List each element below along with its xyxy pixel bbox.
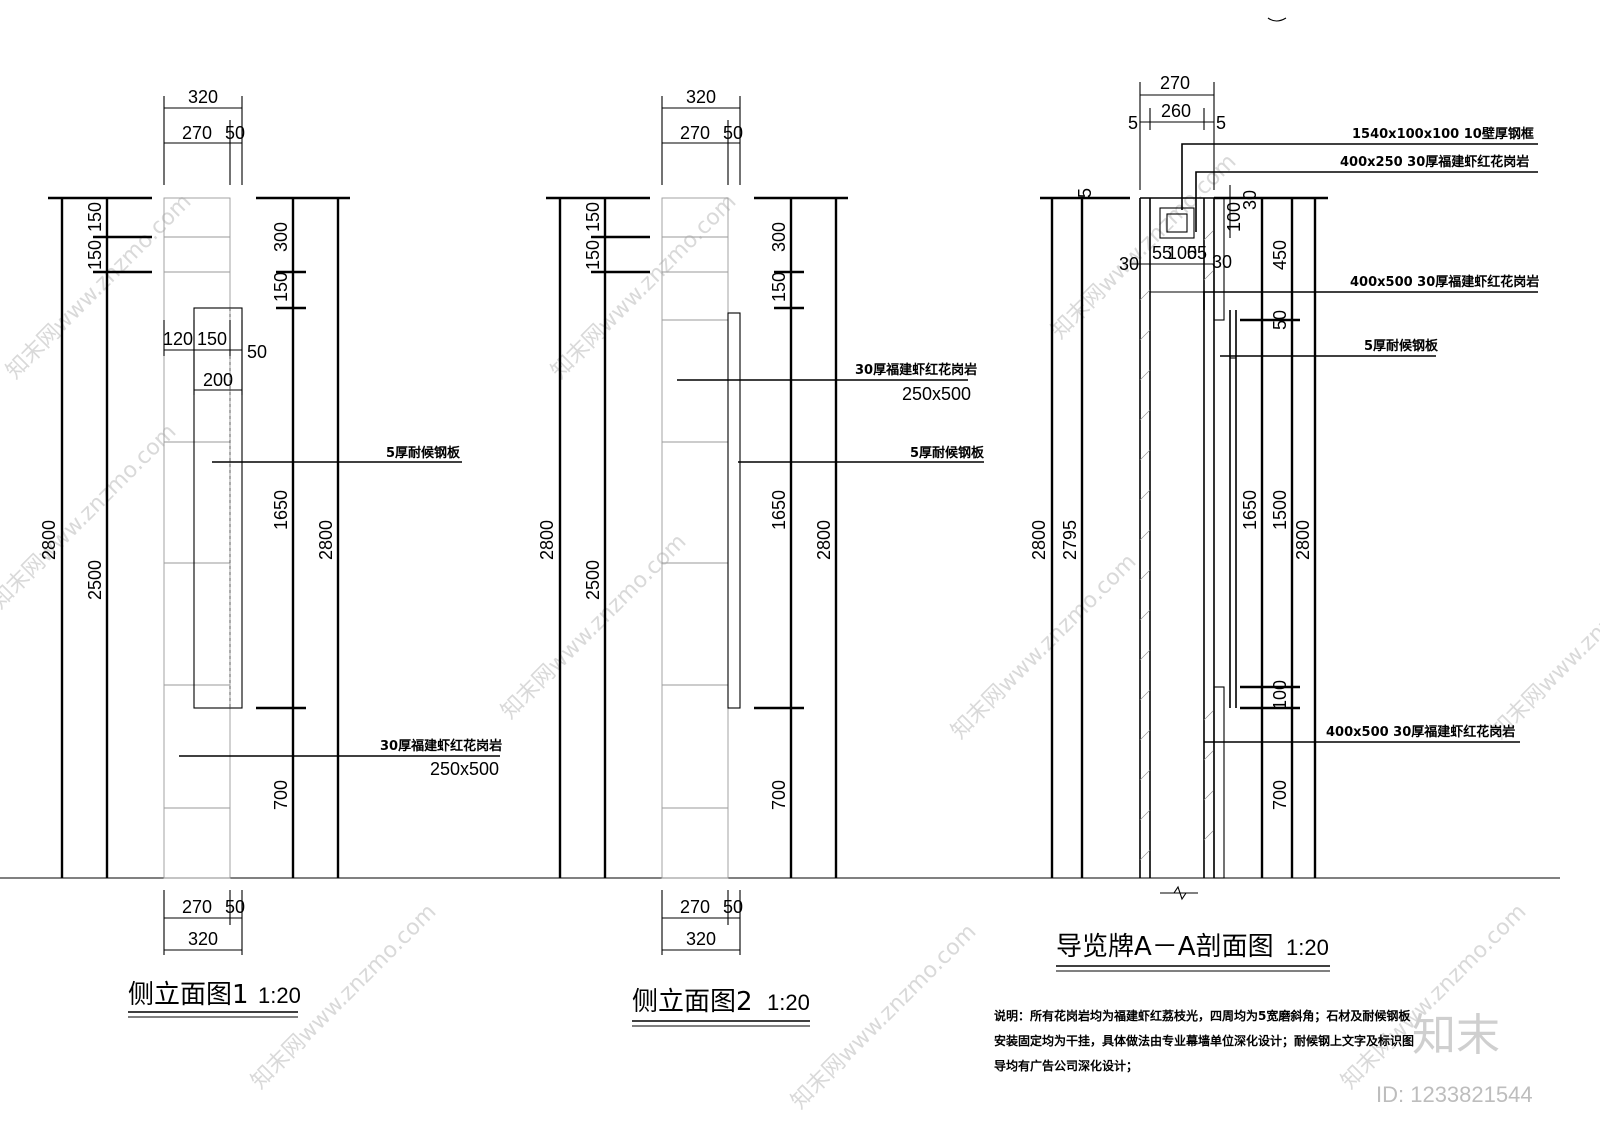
callout-text: 400x250 30厚福建虾红花岗岩: [1340, 154, 1529, 170]
view-scale: 1:20: [1286, 935, 1329, 960]
dim-label: 150: [85, 202, 105, 232]
explanation-text: 导均有广告公司深化设计；: [994, 1058, 1138, 1073]
watermark-text: 知末网www.znzmo.com: [1337, 899, 1532, 1094]
dim-label: 2800: [1293, 520, 1313, 560]
dim-label: 1650: [1240, 490, 1260, 530]
dim-label: 150: [583, 240, 603, 270]
dim-label: 320: [188, 87, 218, 107]
dim-label: 50: [723, 123, 743, 143]
dim-label: 320: [686, 87, 716, 107]
watermark-text: 知末网www.znzmo.com: [1047, 149, 1242, 344]
dim-label: 2800: [316, 520, 336, 560]
image-id: ID: 1233821544: [1376, 1082, 1533, 1107]
explanation-text: 说明：所有花岗岩均为福建虾红荔枝光，四周均为5宽磨斜角；石材及耐候钢板: [994, 1008, 1411, 1023]
dim-label: 2500: [583, 560, 603, 600]
callout-text: 5厚耐候钢板: [910, 445, 985, 461]
dim-label: 320: [188, 929, 218, 949]
dim-label: 260: [1161, 101, 1191, 121]
dim-label: 55: [1187, 243, 1207, 263]
view-title: 侧立面图1: [128, 980, 249, 1010]
dim-label: 50: [225, 123, 245, 143]
leader-line: [1195, 171, 1538, 232]
callout-text: 250x500: [902, 384, 971, 404]
dim-label: 700: [769, 780, 789, 810]
callout-text: 5厚耐候钢板: [386, 445, 461, 461]
column-body: [163, 197, 231, 879]
dim-label: 2795: [1060, 520, 1080, 560]
dim-label: 30: [1240, 190, 1260, 210]
dim-label: 30: [1119, 254, 1139, 274]
dim-label: 1650: [271, 490, 291, 530]
dim-label: 2800: [39, 520, 59, 560]
dim-label: 270: [182, 897, 212, 917]
view-title: 侧立面图2: [632, 987, 753, 1017]
view-title: 导览牌A－A剖面图: [1056, 932, 1274, 962]
watermark-text: 知末网www.znzmo.com: [547, 189, 742, 384]
dim-label: 55: [1152, 243, 1172, 263]
dim-label: 50: [225, 897, 245, 917]
leader-line: [1203, 291, 1538, 310]
callout-text: 400x500 30厚福建虾红花岗岩: [1350, 274, 1539, 290]
callout-text: 5厚耐候钢板: [1364, 338, 1439, 354]
dim-label: 2800: [537, 520, 557, 560]
dim-label: 150: [583, 202, 603, 232]
dim-label: 450: [1270, 240, 1290, 270]
corner-mark: [1267, 17, 1287, 22]
steel-frame: [1159, 207, 1195, 239]
watermark-text: 知末网www.znzmo.com: [1487, 549, 1600, 744]
brand-logo: 知末: [1412, 1010, 1500, 1061]
section-a-a: 270 260 5 5 30 55 100 55 30 2800 2795 5 …: [994, 73, 1539, 1073]
dim-label: 100: [1167, 243, 1197, 263]
dim-label: 1500: [1270, 490, 1290, 530]
callout-text: 1540x100x100 10壁厚钢框: [1352, 126, 1534, 142]
dim-label: 5: [1075, 188, 1095, 198]
stone-hatch: [1139, 229, 1215, 861]
dim-label: 1650: [769, 490, 789, 530]
callout-text: 400x500 30厚福建虾红花岗岩: [1326, 724, 1515, 740]
dim-label: 200: [203, 370, 233, 390]
dim-label: 300: [271, 222, 291, 252]
dim-label: 700: [1270, 780, 1290, 810]
stone-panel: [1213, 686, 1225, 879]
callout-text: 250x500: [430, 759, 499, 779]
dim-label: 320: [686, 929, 716, 949]
explanation-text: 安装固定均为干挂，具体做法由专业幕墙单位深化设计；耐候钢上文字及标识图: [994, 1033, 1414, 1048]
dim-label: 50: [1270, 310, 1290, 330]
watermark-text: 知末网www.znzmo.com: [787, 919, 982, 1114]
dim-label: 120: [163, 329, 193, 349]
dim-label: 50: [247, 342, 267, 362]
dim-label: 100: [1270, 680, 1290, 710]
dim-label: 270: [1160, 73, 1190, 93]
dim-label: 270: [182, 123, 212, 143]
watermark-layer: 知末网www.znzmo.com 知末网www.znzmo.com 知末网www…: [0, 149, 1600, 1114]
callout-text: 30厚福建虾红花岗岩: [855, 362, 977, 378]
dim-label: 300: [769, 222, 789, 252]
dim-label: 2800: [1029, 520, 1049, 560]
dim-label: 2800: [814, 520, 834, 560]
dim-label: 270: [680, 897, 710, 917]
watermark-text: 知末网www.znzmo.com: [947, 549, 1142, 744]
dim-label: 150: [769, 272, 789, 302]
view-scale: 1:20: [767, 990, 810, 1015]
dim-label: 30: [1212, 252, 1232, 272]
dim-label: 150: [271, 272, 291, 302]
view-scale: 1:20: [258, 983, 301, 1008]
leader-line: [1181, 143, 1538, 210]
callout-text: 30厚福建虾红花岗岩: [380, 738, 502, 754]
steel-panel: [193, 307, 243, 709]
dim-label: 700: [271, 780, 291, 810]
dim-label: 5: [1128, 113, 1138, 133]
dim-label: 270: [680, 123, 710, 143]
dim-label: 150: [197, 329, 227, 349]
dim-label: 100: [1224, 202, 1244, 232]
dim-label: 150: [85, 240, 105, 270]
dim-label: 50: [723, 897, 743, 917]
side-elevation-2: 320 270 50 2800 2500 150 150 300 150 165…: [537, 87, 985, 1027]
dim-label: 5: [1216, 113, 1226, 133]
steel-panel: [727, 312, 741, 709]
dim-label: 2500: [85, 560, 105, 600]
side-elevation-1: 320 270 50 2800 2500 150 150 300 150 165…: [39, 87, 502, 1018]
